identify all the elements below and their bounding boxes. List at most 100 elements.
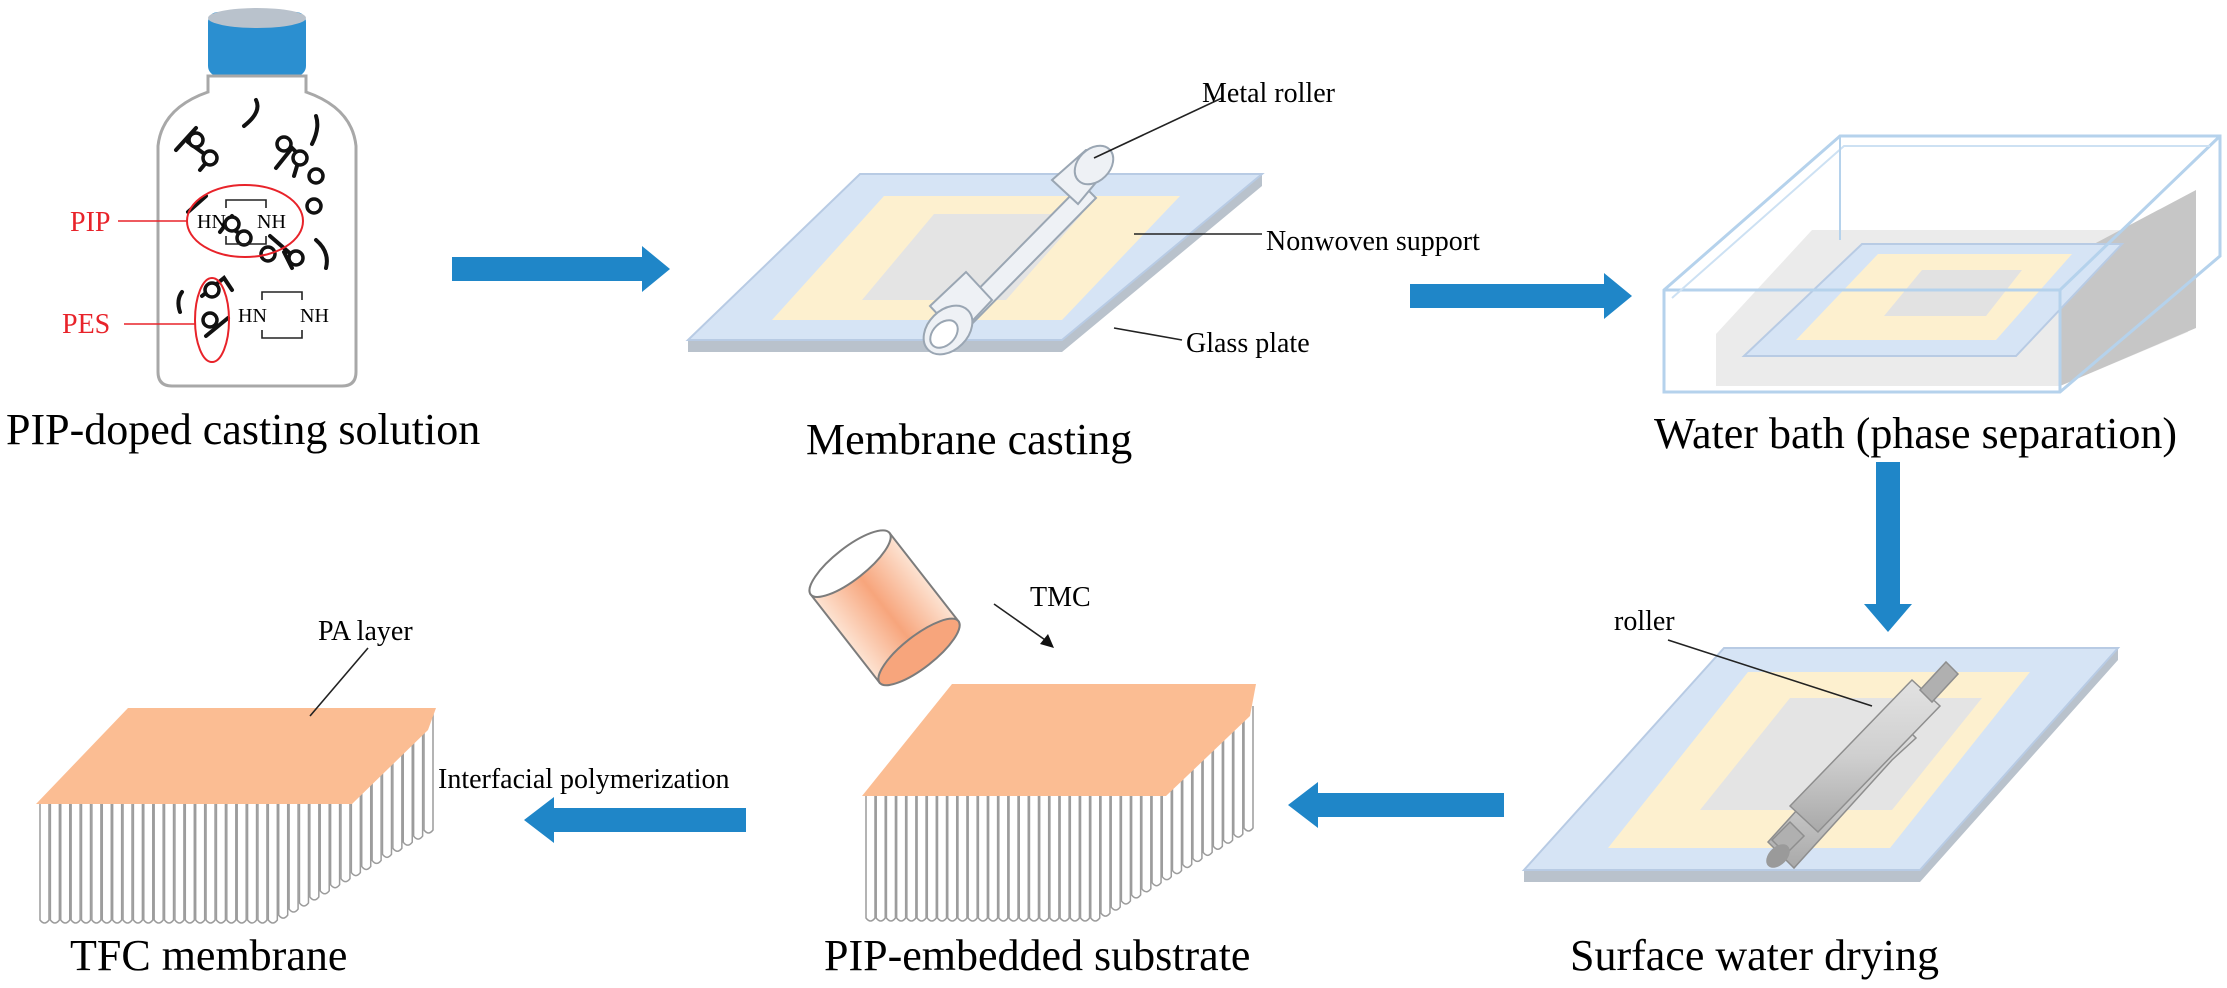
pore-tube: [967, 796, 978, 922]
pip-hn-label: HN: [197, 211, 226, 233]
bottle-cap-top: [208, 8, 306, 28]
pore-tube: [80, 804, 92, 924]
bottle-cap: [208, 12, 306, 76]
pore-tube: [205, 804, 216, 924]
water-bath-tank: [1662, 134, 2222, 394]
pore-tube: [987, 796, 999, 922]
metal-roller-leader: [1093, 97, 1223, 159]
stage-label-surface-drying: Surface water drying: [1570, 931, 1939, 980]
pore-tube: [977, 796, 989, 922]
drying-glass-plate-edge: [1524, 648, 2118, 882]
pore-tube: [277, 799, 289, 919]
pore-tube: [1049, 796, 1060, 922]
pore-tube: [1028, 796, 1040, 922]
tank-side-panel: [2060, 190, 2196, 386]
drying-roller-long: [1788, 678, 1942, 834]
pore-tube: [1090, 796, 1101, 922]
nonwoven-support-label: Nonwoven support: [1266, 226, 1480, 257]
pore-tube: [1222, 718, 1234, 844]
pore-tube: [1059, 796, 1070, 922]
pore-tube: [288, 793, 299, 913]
pore-tube: [875, 796, 886, 922]
pore-tube: [101, 804, 113, 924]
pore-tube: [111, 804, 123, 924]
pore-tube: [1120, 778, 1132, 905]
substrate-top-layer: [862, 684, 1256, 796]
interfacial-polymerization-label: Interfacial polymerization: [438, 764, 730, 795]
arrow-to-water-bath: [1410, 273, 1632, 319]
pore-tube: [143, 804, 154, 924]
membrane-casting-assembly: Metal roller Nonwoven support Glass plat…: [685, 78, 1480, 359]
pes-molecule-beads: [187, 131, 325, 329]
stage-label-casting-solution: PIP-doped casting solution: [6, 405, 480, 454]
pore-tube: [1008, 796, 1019, 922]
pore-tube: [153, 804, 164, 924]
pore-tube: [60, 804, 71, 924]
roller-label: roller: [1614, 606, 1675, 637]
drying-roller-handle-top: [1918, 660, 1960, 704]
pore-tube: [226, 804, 237, 924]
stage-label-water-bath: Water bath (phase separation): [1654, 409, 2177, 458]
roller-leader: [1667, 639, 1873, 707]
pore-tube: [1100, 791, 1111, 917]
pore-tube: [1130, 772, 1142, 899]
pore-tube: [1212, 724, 1224, 850]
glass-plate-label: Glass plate: [1186, 328, 1310, 359]
bath-film: [1884, 270, 2022, 316]
pore-tube: [916, 796, 927, 922]
surface-drying-assembly: roller: [1521, 606, 2121, 882]
pore-tube: [402, 726, 413, 846]
casting-solution-bottle: HN NH HN NH PIP PES: [62, 8, 358, 388]
pore-tube: [1069, 796, 1081, 922]
pore-tube: [936, 796, 948, 922]
pore-tube: [1079, 796, 1091, 922]
pore-tube: [163, 804, 175, 924]
tfc-membrane: PA layer: [36, 616, 436, 924]
pore-tube: [1202, 730, 1213, 857]
tmc-cup-body: [809, 531, 960, 685]
substrate-pores: [865, 706, 1254, 922]
pore-tube: [926, 796, 938, 922]
pip-nh-label-2: NH: [300, 305, 329, 327]
pore-tube: [236, 804, 247, 924]
tmc-arrow-head: [1040, 634, 1054, 648]
pore-tube: [215, 804, 227, 924]
arrow-to-surface-drying: [1864, 462, 1912, 632]
arrow-to-pip-substrate: [1288, 782, 1504, 828]
tank-inner-outline: [1671, 145, 2210, 299]
pore-tube: [1110, 785, 1121, 911]
pore-tube: [91, 804, 102, 924]
tmc-arrow-line: [993, 603, 1049, 643]
pore-tube: [49, 804, 61, 924]
metal-roller-cap-bottom-inner: [929, 319, 959, 349]
pip-label: PIP: [70, 207, 110, 238]
pore-tube: [946, 796, 958, 922]
pore-tube: [1243, 706, 1254, 832]
pore-tube: [423, 714, 434, 834]
pore-tube: [132, 804, 144, 924]
stage-label-membrane-casting: Membrane casting: [806, 415, 1132, 464]
pore-tube: [39, 804, 50, 924]
pore-tube: [1038, 796, 1050, 922]
pip-hn-label-2: HN: [238, 305, 267, 327]
pore-tube: [865, 796, 876, 922]
pore-tube: [319, 774, 330, 895]
pore-tube: [267, 804, 279, 924]
pa-layer: [36, 708, 436, 804]
metal-roller-cap-top: [1073, 144, 1115, 186]
pore-tube: [194, 804, 206, 924]
drying-roller: [1766, 660, 1960, 870]
pa-layer-label: PA layer: [318, 616, 413, 647]
pore-tube: [885, 796, 897, 922]
pore-tube: [957, 796, 968, 922]
pore-tube: [298, 786, 310, 907]
pore-tube: [895, 796, 907, 922]
pore-tube: [906, 796, 917, 922]
stage-label-pip-substrate: PIP-embedded substrate: [824, 931, 1250, 980]
pore-tube: [1233, 712, 1244, 838]
arrow-to-membrane-casting: [452, 246, 670, 292]
pore-tube: [174, 804, 185, 924]
glass-plate-leader: [1113, 327, 1183, 341]
tmc-label: TMC: [1030, 582, 1091, 613]
pip-embedded-substrate: TMC: [808, 529, 1256, 922]
